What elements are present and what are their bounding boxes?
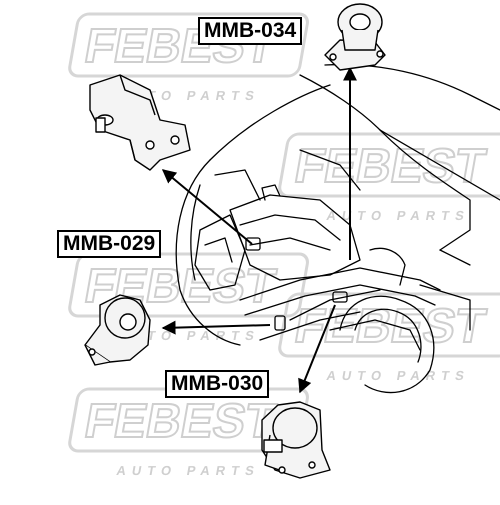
arrow-to-mmb-top-left	[161, 169, 253, 245]
watermark-tagline: AUTO PARTS	[115, 463, 261, 478]
car-body-outline	[175, 63, 500, 394]
arrow-to-mmb-030	[298, 304, 336, 394]
watermark-logo: FEBEST AUTO PARTS	[278, 132, 500, 223]
watermark-tagline: AUTO PARTS	[115, 328, 261, 343]
watermark-tagline: AUTO PARTS	[325, 368, 471, 383]
watermark-brand: FEBEST	[291, 299, 490, 353]
arrow-to-mmb-029	[161, 320, 271, 335]
part-mmb-034	[324, 3, 386, 71]
callout-arrows	[161, 66, 357, 394]
part-label-mmb-029: MMB-029	[57, 230, 162, 258]
watermark-brand: FEBEST	[291, 139, 490, 193]
watermark-tagline: AUTO PARTS	[325, 208, 471, 223]
watermark-logo: FEBEST AUTO PARTS	[278, 292, 500, 383]
watermark-brand: FEBEST	[81, 394, 280, 448]
part-mmb-030	[261, 401, 331, 479]
part-label-mmb-030: MMB-030	[165, 370, 270, 398]
part-label-mmb-034: MMB-034	[198, 17, 303, 45]
watermark-logo: FEBEST AUTO PARTS	[68, 387, 309, 478]
part-upper-left-mount	[89, 74, 191, 171]
part-mmb-029	[84, 294, 151, 366]
